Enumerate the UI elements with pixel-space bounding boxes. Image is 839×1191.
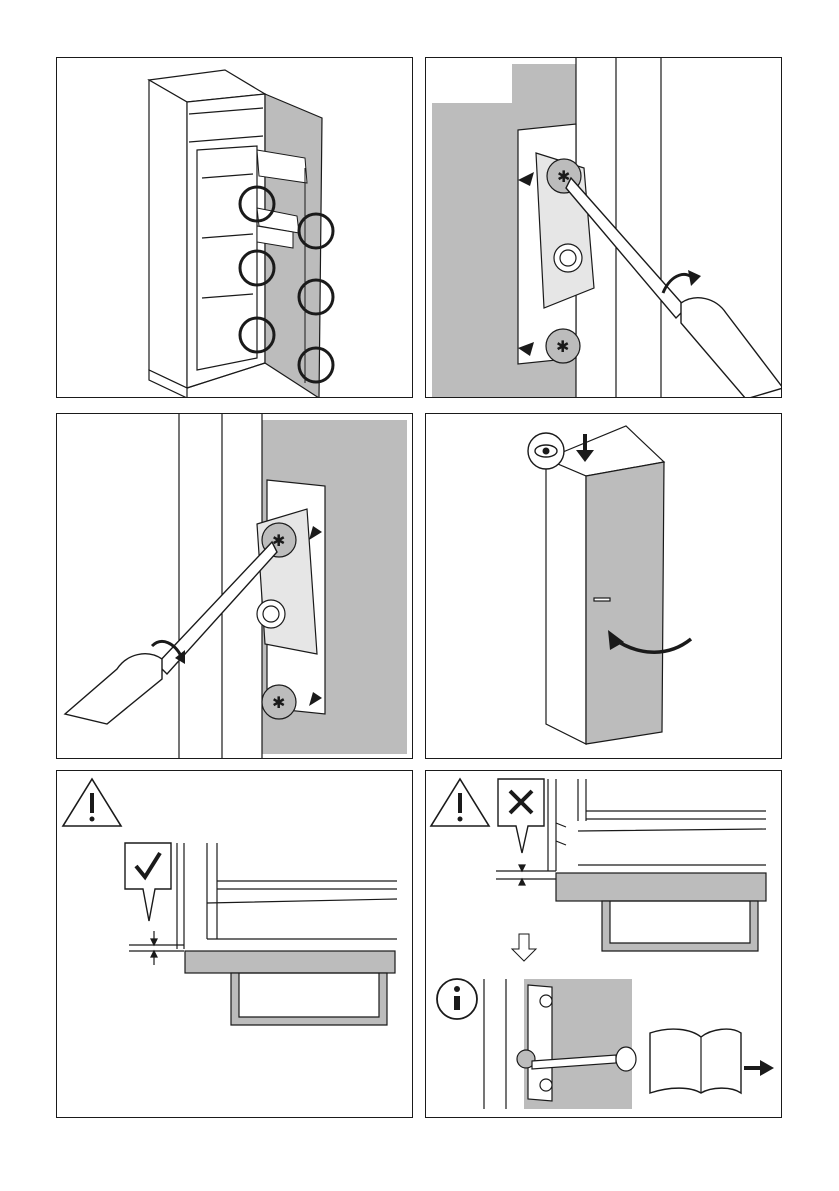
closed-cabinet-illustration <box>426 414 782 759</box>
lower-hinge-illustration: ✱ ✱ <box>57 414 413 759</box>
step-panel-open-fridge <box>56 57 413 398</box>
upper-hinge-illustration: ✱ ✱ <box>426 58 782 398</box>
warning-triangle-icon <box>63 779 121 826</box>
right-arrow-icon <box>744 1060 774 1076</box>
checkmark-icon <box>125 843 171 921</box>
step-panel-upper-hinge: ✱ ✱ <box>425 57 782 398</box>
step-panel-correct-gap <box>56 770 413 1118</box>
eye-icon <box>528 433 564 469</box>
svg-text:✱: ✱ <box>556 337 569 356</box>
info-icon <box>437 979 477 1019</box>
warning-triangle-icon <box>431 779 489 826</box>
step-panel-close-door <box>425 413 782 759</box>
correct-gap-illustration <box>57 771 413 1118</box>
open-book-icon <box>650 1029 741 1093</box>
open-fridge-illustration <box>57 58 413 398</box>
step-panel-lower-hinge: ✱ ✱ <box>56 413 413 759</box>
down-hollow-arrow-icon <box>512 934 536 961</box>
incorrect-gap-illustration <box>426 771 782 1118</box>
step-panel-incorrect-gap <box>425 770 782 1118</box>
svg-text:✱: ✱ <box>272 693 285 712</box>
cross-icon <box>498 779 544 853</box>
